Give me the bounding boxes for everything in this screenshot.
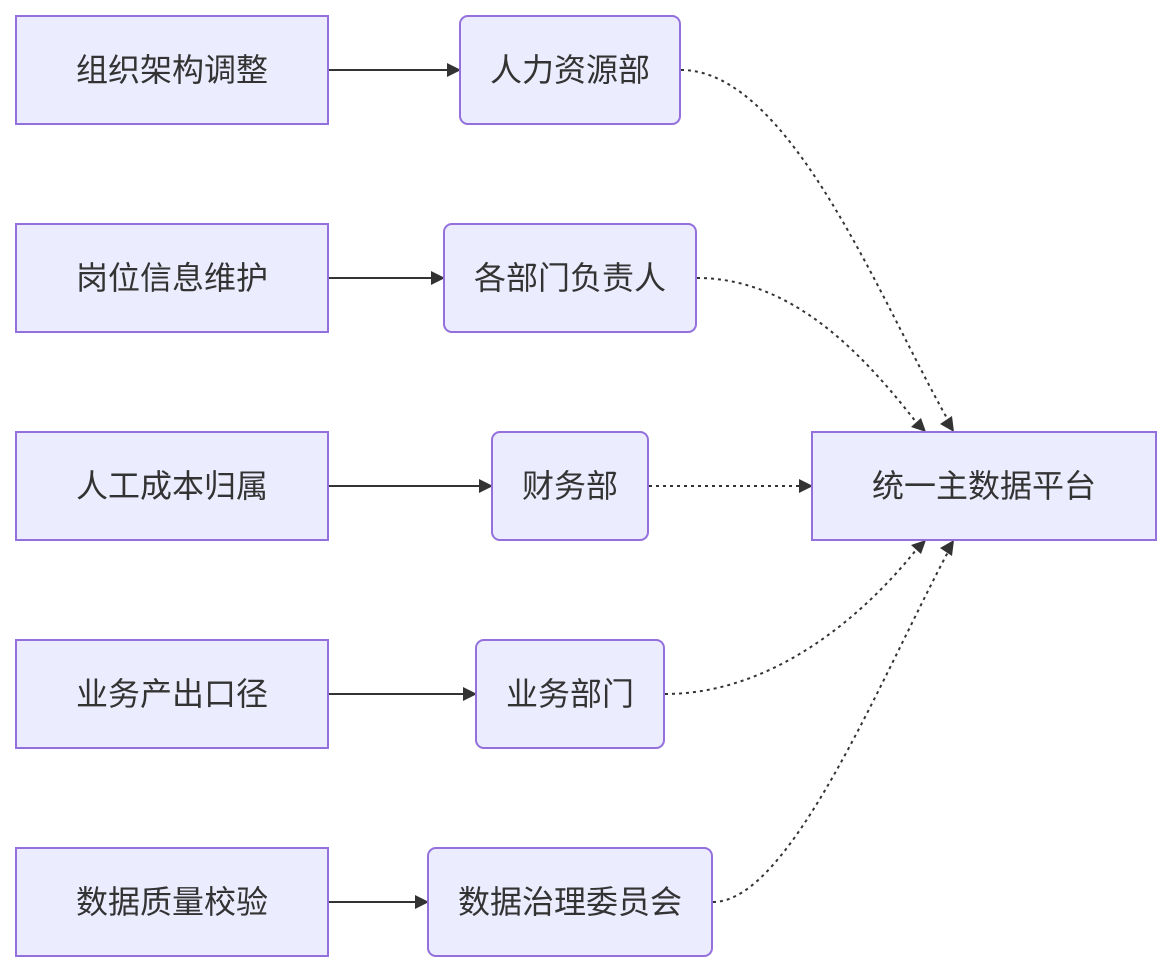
edge-owner-4-target	[712, 551, 949, 903]
arrowhead	[463, 687, 477, 701]
edge-owner-3-target	[664, 549, 917, 695]
node-label: 业务部门	[506, 675, 634, 713]
arrowhead	[911, 540, 926, 554]
source-nodes: 组织架构调整 岗位信息维护 人工成本归属 业务产出口径 数据质量校验	[15, 15, 329, 957]
target-node: 统一主数据平台	[811, 431, 1157, 541]
node-label: 岗位信息维护	[76, 259, 268, 297]
arrowhead	[415, 895, 429, 909]
arrowhead	[479, 479, 493, 493]
owner-node: 数据治理委员会	[427, 847, 713, 957]
edge-owner-0-target	[680, 69, 949, 421]
owner-node: 人力资源部	[459, 15, 681, 125]
edge-owner-1-target	[696, 277, 917, 423]
node-label: 业务产出口径	[76, 675, 268, 713]
arrowhead	[911, 418, 926, 432]
node-label: 财务部	[522, 467, 618, 505]
source-to-owner-edges	[329, 63, 493, 909]
arrowhead	[447, 63, 461, 77]
node-label: 数据质量校验	[76, 883, 268, 921]
arrowhead	[940, 416, 954, 432]
node-label: 各部门负责人	[474, 259, 666, 297]
node-label: 人力资源部	[490, 51, 650, 89]
arrowhead	[799, 479, 813, 493]
node-label: 数据治理委员会	[458, 883, 682, 921]
arrowhead	[431, 271, 445, 285]
source-node: 岗位信息维护	[15, 223, 329, 333]
node-label: 人工成本归属	[76, 467, 268, 505]
source-node: 人工成本归属	[15, 431, 329, 541]
node-label: 统一主数据平台	[872, 467, 1096, 505]
owner-node: 各部门负责人	[443, 223, 697, 333]
owner-node: 财务部	[491, 431, 649, 541]
arrowhead	[940, 540, 954, 556]
source-node: 数据质量校验	[15, 847, 329, 957]
source-node: 业务产出口径	[15, 639, 329, 749]
owner-to-target-edges	[649, 69, 954, 903]
node-label: 组织架构调整	[76, 51, 268, 89]
owner-node: 业务部门	[475, 639, 665, 749]
owner-nodes: 人力资源部 各部门负责人 财务部 业务部门 数据治理委员会	[427, 15, 713, 957]
source-node: 组织架构调整	[15, 15, 329, 125]
